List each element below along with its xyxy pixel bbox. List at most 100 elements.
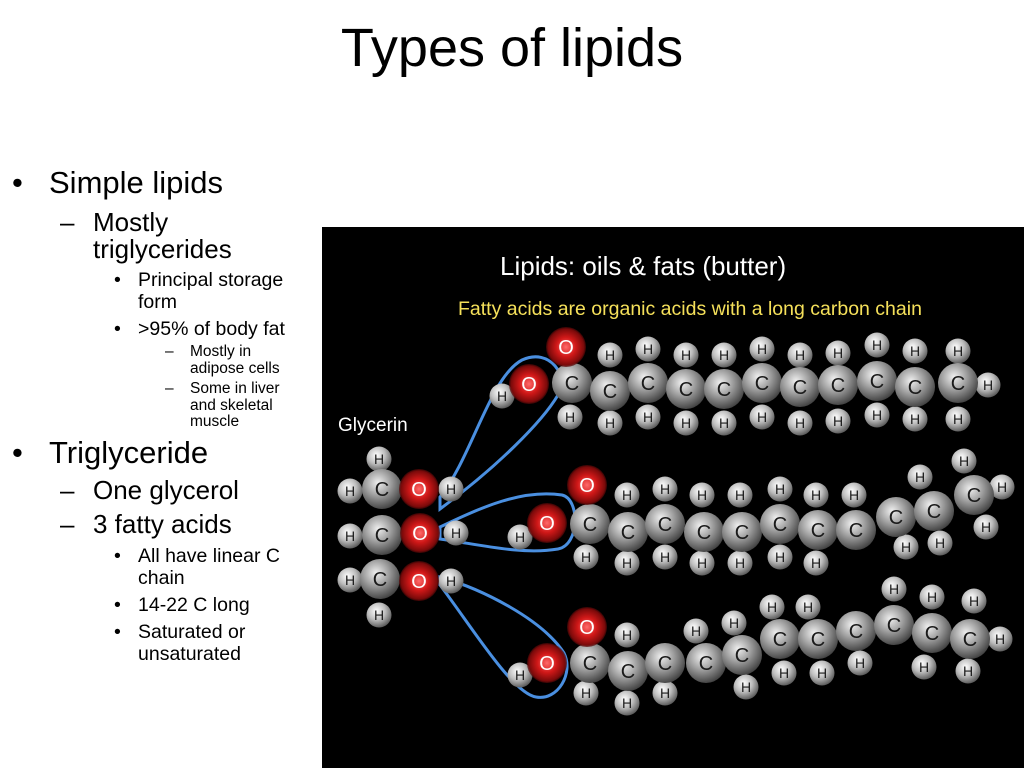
svg-text:H: H [497, 388, 507, 404]
svg-text:H: H [345, 528, 355, 544]
hydrogen-atom: H [557, 404, 583, 430]
hydrogen-atom: H [864, 332, 890, 358]
svg-text:O: O [411, 479, 427, 501]
svg-text:H: H [811, 555, 821, 571]
carbon-atom: C [857, 361, 897, 401]
svg-text:C: C [793, 377, 807, 399]
svg-text:C: C [849, 520, 863, 542]
hydrogen-atom: H [438, 568, 464, 594]
svg-text:O: O [412, 523, 428, 545]
triglyceride-molecule-diagram: Lipids: oils & fats (butter) Fatty acids… [322, 227, 1024, 768]
svg-text:C: C [583, 653, 597, 675]
carbon-atom: C [722, 635, 762, 675]
svg-text:C: C [697, 522, 711, 544]
svg-text:C: C [373, 569, 387, 591]
carbon-atom: C [760, 504, 800, 544]
hydrogen-atom: H [727, 482, 753, 508]
svg-text:H: H [660, 549, 670, 565]
svg-text:C: C [641, 373, 655, 395]
bullet-marker: • [114, 318, 121, 340]
hydrogen-atom: H [951, 448, 977, 474]
carbon-atom: C [914, 491, 954, 531]
hydrogen-atom: H [987, 626, 1013, 652]
carbon-atom: C [895, 367, 935, 407]
carbon-atom: C [362, 469, 402, 509]
ester-bond-loop [438, 355, 564, 512]
bullet-text: 14-22 C long [138, 594, 250, 616]
hydrogen-atom: H [614, 690, 640, 716]
svg-text:H: H [963, 663, 973, 679]
hydrogen-atom: H [955, 658, 981, 684]
svg-text:H: H [775, 549, 785, 565]
hydrogen-atom: H [721, 610, 747, 636]
hydrogen-atom: H [573, 680, 599, 706]
hydrogen-atom: H [337, 478, 363, 504]
ester-bond-loop [438, 575, 569, 699]
svg-text:H: H [915, 469, 925, 485]
svg-text:C: C [583, 514, 597, 536]
svg-text:C: C [679, 379, 693, 401]
svg-text:C: C [811, 629, 825, 651]
svg-text:C: C [870, 371, 884, 393]
svg-text:H: H [872, 407, 882, 423]
svg-text:H: H [811, 487, 821, 503]
svg-text:H: H [446, 573, 456, 589]
svg-text:H: H [581, 685, 591, 701]
carbon-atom: C [570, 643, 610, 683]
svg-text:H: H [855, 655, 865, 671]
carbon-atom: C [684, 512, 724, 552]
hydrogen-atom: H [767, 544, 793, 570]
svg-text:H: H [515, 667, 525, 683]
oxygen-atom: O [527, 503, 567, 543]
svg-text:C: C [621, 661, 635, 683]
hydrogen-atom: H [749, 336, 775, 362]
carbon-atom: C [874, 605, 914, 645]
hydrogen-atom: H [711, 410, 737, 436]
bullet-text: 3 fatty acids [93, 509, 232, 539]
svg-text:H: H [622, 487, 632, 503]
bullet-text: Simple lipids [49, 165, 224, 200]
hydrogen-atom: H [573, 544, 599, 570]
carbon-atom: C [818, 365, 858, 405]
hydrogen-atom: H [597, 410, 623, 436]
svg-text:H: H [910, 411, 920, 427]
svg-text:H: H [691, 623, 701, 639]
svg-text:C: C [773, 629, 787, 651]
hydrogen-atom: H [759, 594, 785, 620]
svg-text:C: C [717, 379, 731, 401]
svg-text:C: C [887, 615, 901, 637]
svg-text:C: C [375, 479, 389, 501]
hydrogen-atom: H [919, 584, 945, 610]
svg-text:H: H [849, 487, 859, 503]
svg-text:C: C [621, 522, 635, 544]
hydrogen-atom: H [907, 464, 933, 490]
oxygen-atom: O [400, 513, 440, 553]
svg-text:H: H [969, 593, 979, 609]
svg-text:H: H [735, 487, 745, 503]
hydrogen-atom: H [366, 446, 392, 472]
hydrogen-atom: H [652, 476, 678, 502]
hydrogen-atom: H [673, 342, 699, 368]
svg-text:H: H [983, 377, 993, 393]
bullet-marker: • [114, 621, 121, 643]
hydrogen-atom: H [727, 550, 753, 576]
hydrogen-atom: H [961, 588, 987, 614]
carbon-atom: C [876, 497, 916, 537]
svg-text:H: H [757, 341, 767, 357]
hydrogen-atom: H [614, 622, 640, 648]
svg-text:H: H [622, 627, 632, 643]
carbon-atom: C [938, 363, 978, 403]
svg-text:H: H [767, 599, 777, 615]
carbon-atom: C [760, 619, 800, 659]
svg-text:H: H [605, 415, 615, 431]
bullet-marker: • [12, 165, 23, 200]
bullet-marker: – [60, 207, 75, 237]
svg-text:C: C [908, 377, 922, 399]
svg-text:O: O [579, 617, 595, 639]
oxygen-atom: O [527, 643, 567, 683]
svg-text:H: H [910, 343, 920, 359]
svg-text:H: H [953, 411, 963, 427]
svg-text:C: C [811, 520, 825, 542]
carbon-atom: C [608, 512, 648, 552]
